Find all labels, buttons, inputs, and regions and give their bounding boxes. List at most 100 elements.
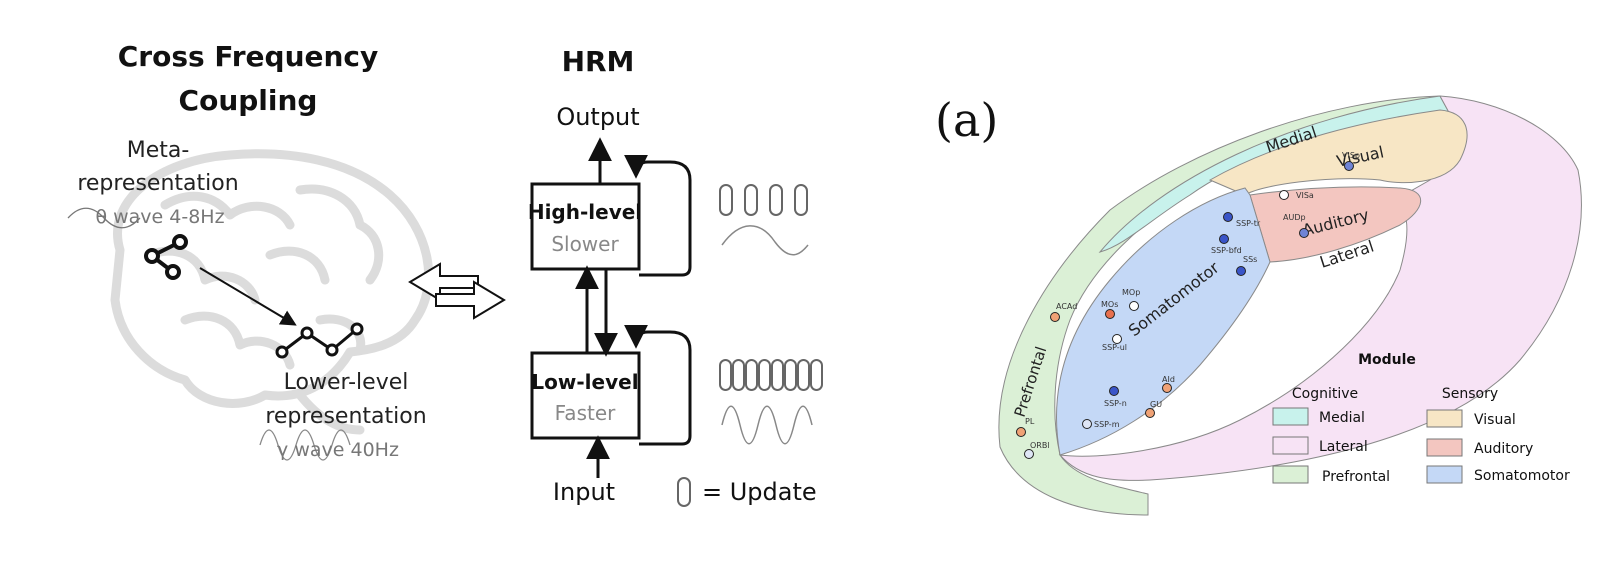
node-label: AId [1162, 375, 1175, 384]
node-label: SSP-m [1094, 420, 1120, 429]
legend-label-somatomotor: Somatomotor [1474, 468, 1570, 484]
node-ssp-ul: SSP-ul [1102, 334, 1127, 352]
meta-label-line2: representation [77, 171, 238, 196]
low-level-loop-arrow [624, 324, 692, 446]
high-level-loop-arrow [624, 154, 692, 277]
node-label: SSs [1243, 255, 1257, 264]
legend-label-lateral: Lateral [1319, 439, 1368, 455]
node-label: PL [1025, 417, 1035, 426]
node-label: SSP-tr [1236, 219, 1261, 228]
legend-swatch-prefrontal [1272, 465, 1309, 484]
somatomotor-region [1056, 187, 1271, 456]
legend-label-visual: Visual [1474, 412, 1516, 428]
brain-map-panel: (a) Medial Visual Auditory Lateral Somat… [935, 93, 1582, 516]
brain-illustration [110, 149, 434, 435]
lower-label-line1: Lower-level [284, 370, 409, 395]
output-label: Output [556, 103, 639, 131]
panel-label: (a) [935, 93, 998, 147]
lower-graph-icon [275, 322, 364, 359]
node-marker [1145, 408, 1155, 418]
meta-label-line1: Meta- [127, 138, 190, 163]
lower-label-line2: representation [265, 404, 426, 429]
node-acad: ACAd [1050, 302, 1077, 322]
node-label: VISa [1296, 191, 1314, 200]
coupling-arrow [199, 267, 297, 326]
legend-sensory-header: Sensory [1442, 386, 1498, 402]
hrm-panel: HRM Output High-level Slower Low-level F… [528, 45, 823, 507]
node-mop: MOp [1122, 288, 1140, 311]
node-ssp-bfd: SSP-bfd [1211, 234, 1242, 255]
node-gu: GU [1145, 400, 1162, 418]
node-marker [1162, 383, 1172, 393]
double-arrow-icon [408, 262, 506, 320]
node-marker [1082, 419, 1092, 429]
low-level-title: Low-level [531, 370, 638, 394]
fast-update-capsules [719, 359, 823, 391]
node-label: VISp [1342, 151, 1360, 160]
legend-swatch-medial [1272, 407, 1309, 426]
legend-cognitive-header: Cognitive [1292, 386, 1358, 402]
node-ssp-n: SSP-n [1104, 386, 1127, 408]
node-marker [1016, 427, 1026, 437]
node-label: SSP-n [1104, 399, 1127, 408]
node-marker [1344, 161, 1354, 171]
high-level-title: High-level [528, 200, 642, 224]
gamma-wave-icon [259, 429, 351, 461]
legend-swatch-auditory [1426, 438, 1463, 457]
legend-label-medial: Medial [1319, 410, 1365, 426]
node-marker [1050, 312, 1060, 322]
node-marker [1236, 266, 1246, 276]
update-legend-label: = Update [702, 478, 817, 506]
node-sss: SSs [1236, 255, 1257, 276]
node-label: ACAd [1056, 302, 1077, 311]
node-aid: AId [1162, 375, 1175, 393]
high-level-subtitle: Slower [551, 232, 619, 256]
node-label: MOs [1101, 300, 1118, 309]
theta-wave-icon [67, 207, 141, 229]
node-marker [1299, 228, 1309, 238]
legend-title: Module [1358, 352, 1416, 368]
node-ssp-m: SSP-m [1082, 419, 1120, 429]
update-legend-icon [677, 477, 691, 507]
cfc-title-line2: Coupling [179, 84, 318, 117]
node-label: GU [1150, 400, 1162, 409]
cfc-panel: Cross Frequency Coupling Meta- represent… [67, 40, 434, 461]
auditory-region [1249, 186, 1422, 263]
theta-wave-label: θ wave 4-8Hz [95, 206, 224, 228]
node-label: SSP-ul [1102, 343, 1127, 352]
node-pl: PL [1016, 417, 1035, 437]
hrm-title: HRM [562, 45, 635, 78]
slow-update-capsules [719, 184, 808, 216]
module-legend: Module Cognitive Sensory Medial Visual L… [1272, 352, 1570, 485]
cfc-title-line1: Cross Frequency [118, 40, 379, 73]
node-marker [1024, 449, 1034, 459]
node-marker [1129, 301, 1139, 311]
node-marker [1223, 212, 1233, 222]
node-marker [1219, 234, 1229, 244]
legend-label-prefrontal: Prefrontal [1322, 469, 1390, 485]
slow-wave-icon [721, 225, 809, 256]
node-label: AUDp [1283, 213, 1306, 222]
high-level-box [530, 182, 641, 271]
input-label: Input [553, 478, 615, 506]
fast-wave-icon [721, 405, 813, 445]
lateral-region [1058, 95, 1582, 481]
node-visa: VISa [1279, 190, 1314, 200]
node-marker [1112, 334, 1122, 344]
gamma-wave-label: γ wave 40Hz [277, 439, 399, 461]
node-marker [1279, 190, 1289, 200]
low-level-box [530, 351, 641, 440]
node-label: MOp [1122, 288, 1140, 297]
node-marker [1109, 386, 1119, 396]
legend-swatch-visual [1426, 409, 1463, 428]
node-audp: AUDp [1283, 213, 1309, 238]
legend-swatch-somatomotor [1426, 465, 1463, 484]
node-mos: MOs [1101, 300, 1118, 319]
low-level-subtitle: Faster [555, 401, 616, 425]
node-ssp-tr: SSP-tr [1223, 212, 1261, 228]
legend-swatch-lateral [1272, 436, 1309, 455]
node-orbl: ORBl [1024, 441, 1050, 459]
legend-label-auditory: Auditory [1474, 441, 1533, 457]
node-label: SSP-bfd [1211, 246, 1242, 255]
